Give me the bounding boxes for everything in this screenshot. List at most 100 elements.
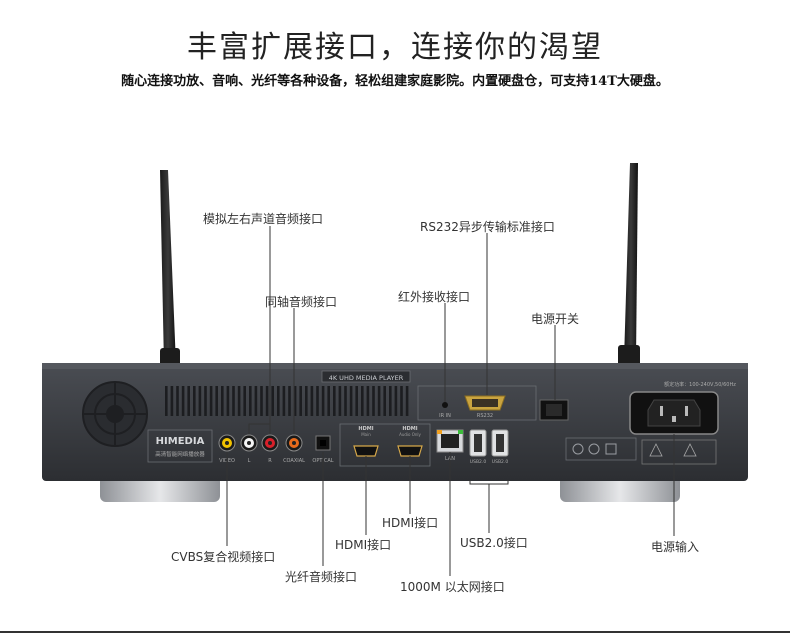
hdmi-main-logo: HDMI: [358, 426, 373, 432]
vent-slot: [265, 386, 269, 416]
vent-slot: [321, 386, 325, 416]
left-antenna: [160, 170, 180, 370]
ethernet-port[interactable]: [436, 429, 464, 453]
brand-subtitle: 高清智能网络播放器: [155, 450, 205, 458]
vent-slot: [187, 386, 190, 416]
hdmi-main-port[interactable]: [353, 445, 379, 457]
hdmi-audio-label: Audio Only: [399, 432, 421, 437]
fan-vent: [82, 381, 148, 447]
rs232-port[interactable]: [464, 395, 506, 411]
audio-right-port-label: R: [268, 458, 272, 464]
vent-slot: [377, 386, 381, 416]
label-power-switch: 电源开关: [531, 312, 580, 326]
coaxial-port-label: COAXIAL: [283, 458, 305, 464]
vent-slot: [349, 386, 353, 416]
bottom-divider: [0, 631, 790, 633]
vent-slot: [209, 386, 213, 416]
vent-slot: [316, 386, 319, 416]
label-rs232: RS232异步传输标准接口: [420, 220, 555, 234]
vent-slot: [198, 386, 202, 416]
vent-slot: [176, 386, 179, 416]
vent-slot: [327, 386, 330, 416]
page-subtitle: 随心连接功放、音响、光纤等各种设备，轻松组建家庭影院。内置硬盘仓，可支持14T大…: [121, 74, 669, 89]
ir-rs232-panel: [417, 385, 537, 421]
usb1-port-label: USB2.0: [470, 459, 487, 465]
power-switch[interactable]: [539, 399, 569, 421]
ir-receiver-port[interactable]: [442, 402, 448, 408]
label-optical: 光纤音频接口: [285, 570, 358, 584]
vent-slot: [226, 386, 230, 416]
label-power-input: 电源输入: [651, 540, 700, 554]
panel-label: 4K UHD MEDIA PLAYER: [329, 374, 404, 382]
label-usb: USB2.0接口: [460, 536, 528, 550]
vent-slot: [310, 386, 314, 416]
vent-slot: [243, 386, 246, 416]
device-feet: [100, 476, 680, 502]
vent-slot: [344, 386, 347, 416]
ir-port-label: IR IN: [439, 413, 451, 419]
label-hdmi-2: HDMI接口: [382, 516, 439, 530]
vent-slot: [165, 386, 168, 416]
rca-audio-right-jack[interactable]: [261, 434, 279, 452]
vent-slot: [271, 386, 274, 416]
vent-slot: [215, 386, 218, 416]
audio-left-port-label: L: [248, 458, 251, 464]
vent-slot: [193, 386, 196, 416]
vent-slot: [400, 386, 403, 416]
vent-slot: [232, 386, 235, 416]
optical-port[interactable]: [315, 435, 331, 451]
label-analog-audio: 模拟左右声道音频接口: [203, 212, 324, 226]
rs232-port-label: RS232: [477, 413, 493, 419]
vent-slot: [204, 386, 207, 416]
label-ethernet: 1000M 以太网接口: [400, 580, 505, 594]
vent-slot: [254, 386, 258, 416]
vent-slot: [394, 386, 398, 416]
hdmi-main-label: Main: [361, 432, 371, 437]
vent-slot: [299, 386, 302, 416]
vent-slot: [333, 386, 336, 416]
vent-slots: [165, 386, 409, 416]
vent-slot: [405, 386, 409, 416]
vent-slot: [282, 386, 286, 416]
device-chassis: [42, 363, 748, 481]
vent-slot: [338, 386, 342, 416]
warning-labels: [641, 439, 717, 465]
right-antenna: [618, 163, 640, 367]
vent-slot: [221, 386, 224, 416]
page-title: 丰富扩展接口，连接你的渴望: [187, 30, 603, 65]
hdmi-audio-port[interactable]: [397, 445, 423, 457]
vent-slot: [361, 386, 364, 416]
vent-slot: [355, 386, 358, 416]
usb2-port-label: USB2.0: [492, 459, 509, 465]
hdmi-panel: [339, 423, 431, 467]
rca-audio-left-jack[interactable]: [240, 434, 258, 452]
vent-slot: [249, 386, 252, 416]
usb-port-1[interactable]: [469, 429, 487, 457]
power-rating-text: 额定功率：100-240V,50/60Hz: [664, 381, 736, 388]
leader-lines: [226, 226, 675, 576]
vent-slot: [260, 386, 263, 416]
vent-slot: [366, 386, 370, 416]
rca-video-jack[interactable]: [218, 434, 236, 452]
label-hdmi-1: HDMI接口: [335, 538, 392, 552]
vent-slot: [170, 386, 174, 416]
power-input-socket[interactable]: [629, 391, 719, 435]
vent-slot: [288, 386, 291, 416]
vent-slot: [181, 386, 185, 416]
hdmi-audio-logo: HDMI: [402, 426, 417, 432]
certification-marks: [565, 437, 637, 461]
vent-slot: [237, 386, 241, 416]
vent-slot: [372, 386, 375, 416]
label-coaxial: 同轴音频接口: [265, 295, 338, 309]
vent-slot: [383, 386, 386, 416]
vent-slot: [277, 386, 280, 416]
label-cvbs: CVBS复合视频接口: [171, 550, 276, 564]
vent-slot: [389, 386, 392, 416]
vent-slot: [305, 386, 308, 416]
brand-logo: HIMEDIA: [156, 436, 205, 447]
label-ir: 红外接收接口: [398, 290, 471, 304]
usb-port-2[interactable]: [491, 429, 509, 457]
rca-coaxial-jack[interactable]: [285, 434, 303, 452]
vent-slot: [293, 386, 297, 416]
